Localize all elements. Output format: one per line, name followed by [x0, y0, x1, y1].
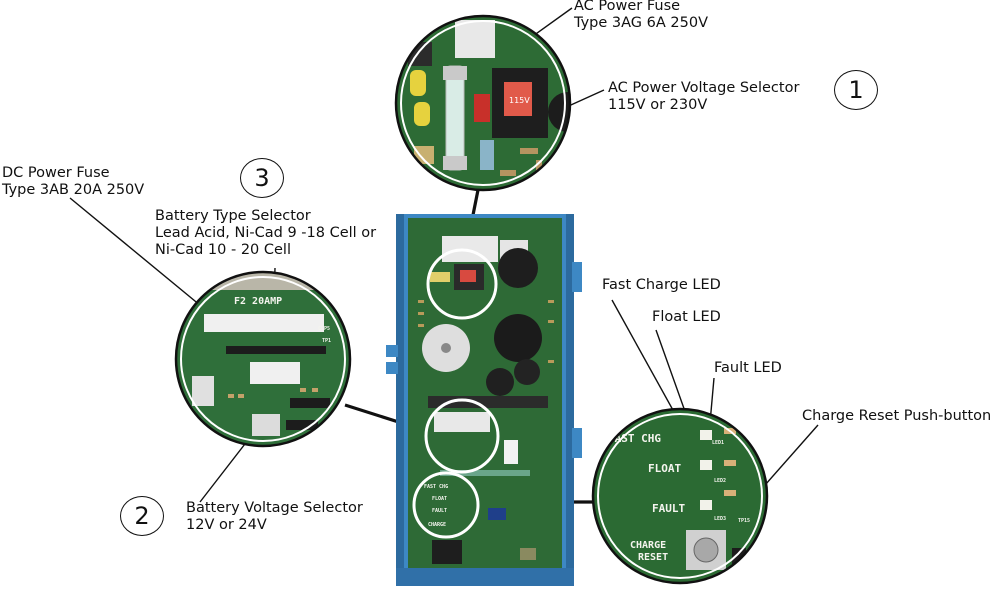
step-marker-2: 2: [120, 496, 164, 536]
svg-text:FLOAT: FLOAT: [648, 462, 681, 475]
charger-unit: FAST CHG FLOAT FAULT CHARGE: [386, 214, 582, 586]
battery-type-option-2: Ni-Cad 10 - 20 Cell: [155, 242, 291, 258]
svg-text:TP15: TP15: [738, 518, 750, 524]
svg-text:FLOAT: FLOAT: [432, 496, 447, 502]
svg-text:CLP5: CLP5: [318, 326, 330, 332]
float-led-label: Float LED: [652, 309, 721, 325]
svg-text:CHARGE: CHARGE: [630, 540, 666, 551]
magnifier-battery-section: F2 20AMP CLP5 TP1: [174, 270, 352, 448]
dc-fuse-rating: Type 3AB 20A 250V: [2, 182, 145, 198]
svg-text:FAULT: FAULT: [652, 502, 685, 515]
battery-type-label: Battery Type Selector Lead Acid, Ni-Cad …: [155, 208, 376, 259]
step-marker-3: 3: [240, 158, 284, 198]
ac-selector-title: AC Power Voltage Selector: [608, 80, 800, 96]
fast-charge-led-label: Fast Charge LED: [602, 277, 721, 293]
svg-text:F2 20AMP: F2 20AMP: [234, 296, 282, 307]
battery-voltage-title: Battery Voltage Selector: [186, 500, 363, 516]
ac-fuse-label: AC Power Fuse Type 3AG 6A 250V: [574, 0, 708, 32]
fault-led-label: Fault LED: [714, 360, 782, 376]
battery-voltage-options: 12V or 24V: [186, 517, 267, 533]
magnifier-ac-section: 115V: [394, 14, 572, 192]
ac-selector-label: AC Power Voltage Selector 115V or 230V: [608, 80, 799, 114]
magnifier-status-leds: FAST CHG FLOAT FAULT LED1 LED2 LED3 CHAR…: [591, 407, 769, 585]
battery-type-option-1: Lead Acid, Ni-Cad 9 -18 Cell or: [155, 225, 377, 241]
ac-selector-options: 115V or 230V: [608, 97, 708, 113]
charge-reset-label: Charge Reset Push-button: [802, 408, 992, 424]
svg-text:FAST CHG: FAST CHG: [608, 432, 661, 445]
svg-text:LED1: LED1: [712, 440, 724, 446]
svg-text:TP1: TP1: [322, 338, 331, 344]
svg-text:LED2: LED2: [714, 478, 726, 484]
svg-text:115V: 115V: [509, 96, 530, 105]
ac-fuse-title: AC Power Fuse: [574, 0, 681, 14]
step-marker-1: 1: [834, 70, 878, 110]
battery-voltage-label: Battery Voltage Selector 12V or 24V: [186, 500, 363, 534]
ac-fuse-rating: Type 3AG 6A 250V: [574, 15, 708, 31]
svg-text:FAST CHG: FAST CHG: [424, 484, 448, 490]
svg-text:LED3: LED3: [714, 516, 726, 522]
svg-text:CHARGE: CHARGE: [428, 522, 446, 528]
dc-fuse-title: DC Power Fuse: [2, 165, 110, 181]
svg-text:FAULT: FAULT: [432, 508, 447, 514]
dc-fuse-label: DC Power Fuse Type 3AB 20A 250V: [2, 165, 144, 199]
svg-text:RESET: RESET: [638, 552, 668, 563]
battery-type-title: Battery Type Selector: [155, 208, 311, 224]
